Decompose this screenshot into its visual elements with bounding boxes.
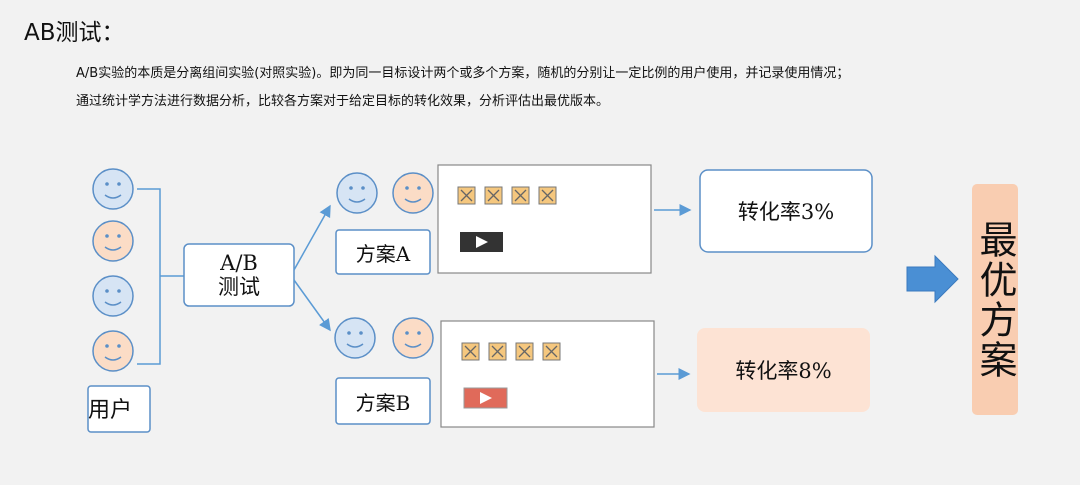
user-bracket (137, 188, 161, 365)
user-face-icon-4 (92, 330, 134, 372)
user-face-icon-3 (92, 275, 134, 317)
abtest-label-line2: 测试 (218, 275, 260, 299)
checkbox-icon-a3 (511, 186, 530, 205)
checkbox-icon-b1 (461, 342, 480, 361)
plan-b-face-icon-1 (334, 317, 376, 359)
best-plan-label: 最优方案 (973, 219, 1017, 380)
big-right-arrow-icon (906, 254, 959, 304)
arrow-to-plan-a (293, 204, 331, 271)
play-button-icon-dark (460, 232, 503, 252)
plan-a-box (335, 229, 431, 275)
user-face-icon-1 (92, 168, 134, 210)
plan-b-box (335, 377, 431, 425)
users-box (87, 385, 151, 433)
description-line-1: A/B实验的本质是分离组间实验(对照实验)。即为同一目标设计两个或多个方案，随机… (76, 66, 850, 81)
checkbox-icon-a2 (484, 186, 503, 205)
plan-a-label: 方案A (355, 241, 411, 266)
best-plan-box (972, 184, 1018, 415)
conversion-b-label: 转化率8% (735, 359, 832, 383)
checkbox-icon-b3 (515, 342, 534, 361)
abtest-box (183, 243, 295, 307)
checkbox-icon-a1 (457, 186, 476, 205)
checkbox-icon-b2 (488, 342, 507, 361)
user-face-icon-2 (92, 220, 134, 262)
plan-b-face-icon-2 (392, 317, 434, 359)
plan-b-label: 方案B (355, 390, 411, 415)
checkbox-icon-b4 (542, 342, 561, 361)
conversion-a-label: 转化率3% (737, 200, 835, 224)
conversion-b-box (697, 328, 870, 412)
description-line-2: 通过统计学方法进行数据分析，比较各方案对于给定目标的转化效果，分析评估出最优版本… (76, 94, 610, 109)
users-label: 用户 (88, 398, 133, 423)
arrow-to-plan-b (293, 279, 331, 332)
page-title: AB测试： (24, 20, 125, 46)
plan-b-screen (440, 320, 655, 428)
abtest-label-line1: A/B (220, 251, 258, 275)
play-button-icon-red (463, 387, 508, 409)
checkbox-icon-a4 (538, 186, 557, 205)
plan-a-face-icon-2 (392, 172, 434, 214)
plan-a-face-icon-1 (336, 172, 378, 214)
conversion-a-box (699, 169, 873, 253)
plan-a-screen (437, 164, 652, 274)
abtest-label: A/B 测试 (184, 244, 294, 306)
